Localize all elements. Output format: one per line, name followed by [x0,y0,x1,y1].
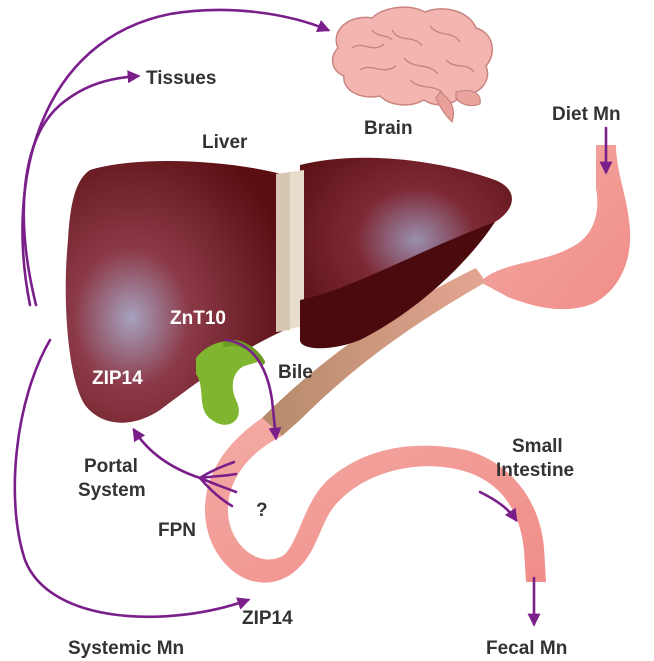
label-systemic-mn: Systemic Mn [68,638,184,659]
label-intestine: Intestine [496,460,574,481]
arrow-portal-system [134,430,200,478]
label-zip14-liver: ZIP14 [92,368,143,389]
label-question: ? [256,500,268,521]
label-znt10: ZnT10 [170,308,226,329]
label-brain: Brain [364,118,413,139]
label-liver: Liver [202,132,248,153]
label-bile: Bile [278,362,313,383]
label-diet-mn: Diet Mn [552,104,621,125]
label-portal: Portal [84,456,138,477]
label-fpn: FPN [158,520,196,541]
label-fecal-mn: Fecal Mn [486,638,567,659]
label-system: System [78,480,146,501]
label-tissues: Tissues [146,68,216,89]
brain-icon [333,7,493,122]
label-small: Small [512,436,563,457]
label-zip14-intestine: ZIP14 [242,608,293,629]
